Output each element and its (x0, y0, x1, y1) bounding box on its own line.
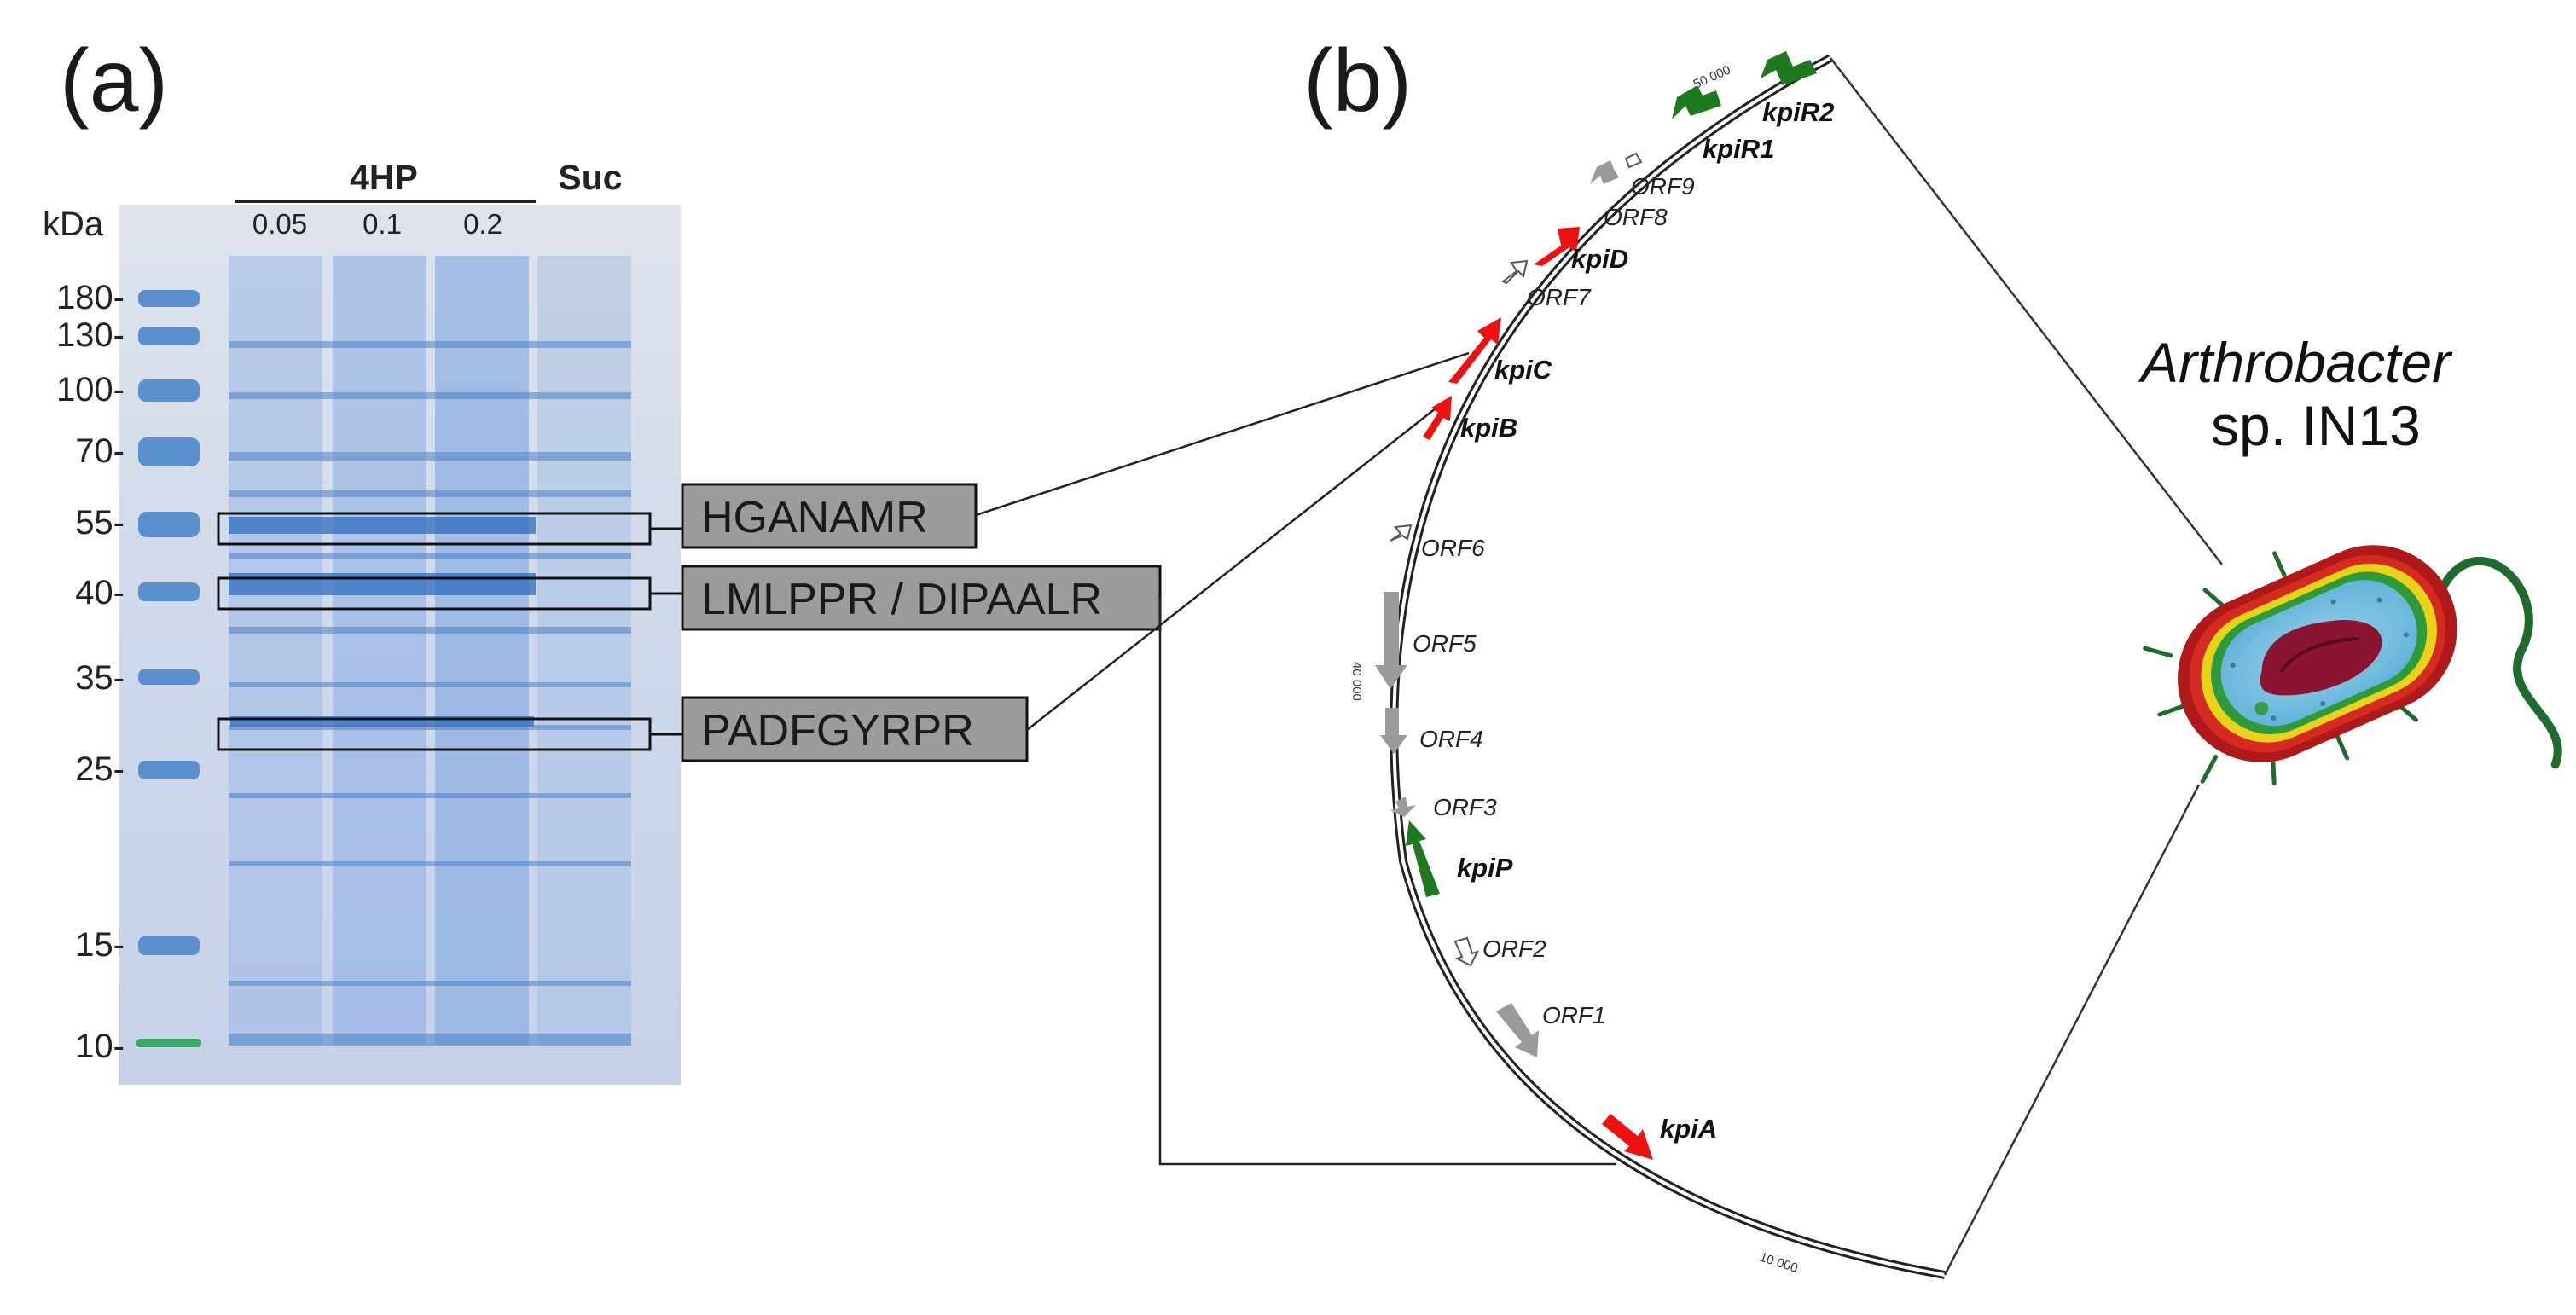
lane-label: 0.2 (463, 208, 502, 240)
gene-label: kpiA (1660, 1114, 1717, 1144)
gene-arrow-kpiC (1448, 317, 1501, 384)
sample-lanes (229, 256, 631, 1046)
orf-arrow (1375, 592, 1407, 689)
gene-arrow-kpiP (1406, 820, 1440, 897)
mw-marker: 130- (56, 316, 125, 354)
mw-marker: 40- (75, 574, 125, 611)
peptide-gene-connectors (975, 351, 1616, 1166)
gene-label: kpiC (1494, 355, 1552, 385)
gene-arrow-kpiR2 (1761, 51, 1817, 85)
orf-label: ORF3 (1433, 794, 1497, 820)
orf-label: ORF2 (1482, 936, 1546, 962)
peptide-label: LMLPPR / DIPAALR (701, 575, 1102, 624)
orf-label: ORF1 (1542, 1002, 1606, 1028)
lane-label: 0.1 (363, 208, 402, 240)
organism-strain: sp. IN13 (2211, 394, 2421, 457)
panel-a-label: (a) (60, 32, 168, 130)
mw-marker: 100- (56, 371, 125, 408)
gene-arrow-kpiD (1534, 227, 1580, 266)
orf-label: ORF7 (1527, 284, 1592, 310)
gene-label: kpiR2 (1762, 97, 1834, 127)
gene-arrow-kpiR1 (1672, 85, 1721, 119)
mw-marker: 10- (75, 1028, 125, 1065)
orf-label: ORF5 (1413, 630, 1477, 657)
gel-panel: 4HP Suc 0.05 0.1 0.2 kDa 180- 130- 100- … (43, 158, 682, 1085)
bacterium-illustration (2143, 545, 2562, 785)
gene-cluster-map: kpiR2 kpiR1 kpiD kpiC kpiB kpiP kpiA ORF… (1349, 51, 2223, 1279)
mw-marker: 55- (75, 504, 125, 542)
lane-label: 0.05 (252, 208, 307, 240)
mw-unit: kDa (43, 206, 104, 243)
gene-label: kpiR1 (1703, 134, 1774, 164)
orf-arrow (1590, 160, 1619, 184)
orf-arrow (1390, 797, 1416, 817)
mw-marker: 15- (75, 926, 125, 964)
peptide-labels: HGANAMR LMLPPR / DIPAALR PADFGYRPR (681, 483, 1162, 762)
orf-label: ORF6 (1421, 535, 1485, 561)
gene-label: kpiD (1571, 244, 1628, 274)
orf-label: ORF9 (1631, 173, 1695, 200)
orf-arrow (1380, 708, 1407, 754)
orf-arrow (1496, 1003, 1539, 1057)
mw-marker: 25- (75, 750, 125, 788)
ladder-lane (136, 290, 201, 1047)
orf-label: ORF8 (1604, 204, 1668, 230)
group-header-suc: Suc (558, 158, 622, 197)
mw-marker: 180- (56, 279, 125, 316)
orf-label: ORF4 (1419, 726, 1483, 752)
gene-label: kpiB (1460, 413, 1517, 443)
gene-arrow-kpiB (1423, 396, 1452, 440)
coordinate-label: 40 000 (1349, 662, 1364, 701)
group-header-4hp: 4HP (350, 158, 418, 197)
panel-b-label: (b) (1303, 32, 1412, 130)
peptide-label: HGANAMR (701, 493, 928, 542)
coordinate-label: 50 000 (1691, 62, 1733, 91)
peptide-label: PADFGYRPR (701, 706, 974, 756)
mw-marker: 70- (75, 432, 125, 470)
gene-arrow-kpiA (1602, 1114, 1653, 1160)
gene-label: kpiP (1457, 853, 1513, 883)
organism-genus: Arthrobacter (2138, 331, 2453, 394)
mw-marker: 35- (75, 659, 125, 697)
coordinate-label: 10 000 (1758, 1250, 1800, 1276)
